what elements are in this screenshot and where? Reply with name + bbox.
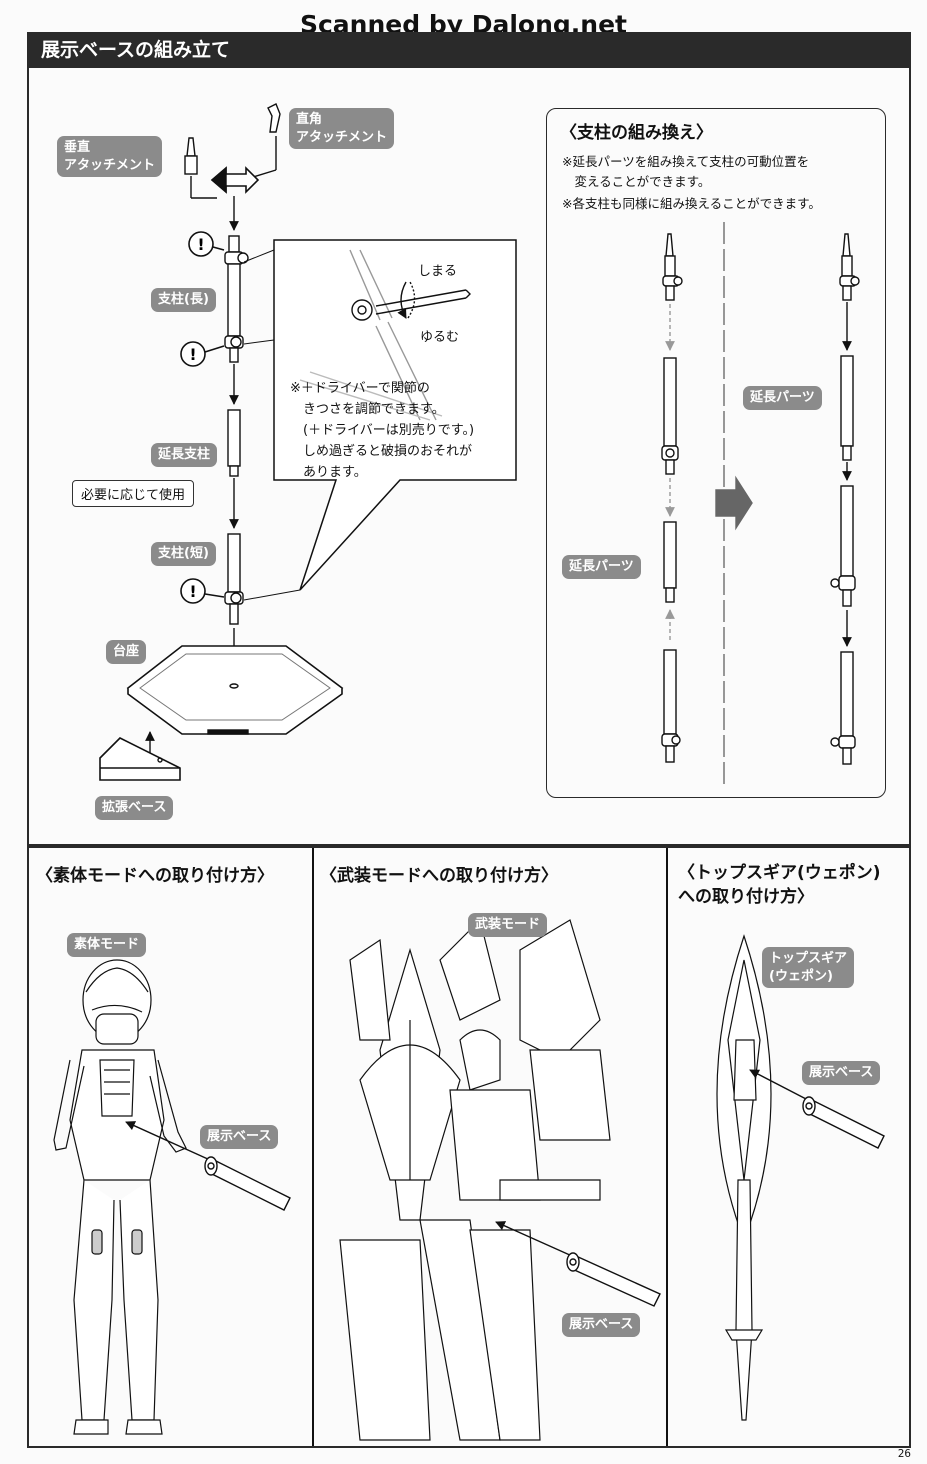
svg-text:!: ! [189, 345, 196, 364]
label-pillar-short: 支柱(短) [151, 542, 216, 566]
label-pillar-long: 支柱(長) [151, 288, 216, 312]
warning-icon [180, 578, 225, 604]
label-tops-gear: トップスギア (ウェポン) [762, 947, 855, 989]
label-display-base-2: 展示ベース [562, 1313, 641, 1337]
extension-pillar-icon [227, 409, 241, 477]
rearrange-note-1: ※延長パーツを組み換えて支柱の可動位置を 変えることができます。 [562, 154, 810, 189]
stand-pillar-panel2 [566, 1252, 661, 1307]
label-tighten: しまる [418, 264, 458, 279]
label-extension-pillar: 延長支柱 [151, 443, 218, 467]
stand-pillar-panel3 [802, 1096, 885, 1149]
svg-text:!: ! [189, 582, 196, 601]
vertical-attachment-icon [184, 137, 198, 175]
label-use-if-needed: 必要に応じて使用 [72, 480, 195, 507]
body-mode-figure-drawing [53, 959, 187, 1435]
assembly-frame [27, 66, 911, 846]
bottom-frame [27, 846, 911, 1448]
label-body-mode: 素体モード [67, 933, 147, 957]
label-armed-mode: 武装モード [468, 913, 548, 937]
pillar-long-icon [224, 235, 249, 363]
expansion-base-icon [99, 737, 181, 781]
label-expansion-base: 拡張ベース [95, 796, 174, 820]
label-right-angle-attachment: 直角 アタッチメント [289, 108, 395, 150]
rearrange-panel [546, 108, 886, 798]
label-loosen: ゆるむ [420, 330, 460, 345]
armed-mode-figure-drawing [339, 918, 611, 1441]
right-angle-attachment-icon [267, 103, 281, 133]
warning-icon [180, 341, 225, 367]
panel2-title: 〈武装モードへの取り付け方〉 [320, 866, 558, 886]
page-number: 26 [897, 1447, 911, 1460]
label-extension-parts-left: 延長パーツ [562, 555, 641, 579]
svg-text:!: ! [197, 235, 204, 254]
label-vertical-attachment: 垂直 アタッチメント [57, 136, 163, 178]
screwdriver-note: ※＋ドライバーで関節の きつさを調節できます。 (＋ドライバーは別売りです。) … [290, 381, 475, 480]
pillar-short-icon [224, 533, 244, 625]
warning-icon [188, 231, 225, 257]
label-display-base-1: 展示ベース [200, 1125, 279, 1149]
panel1-title: 〈素体モードへの取り付け方〉 [36, 866, 274, 886]
label-extension-parts-right: 延長パーツ [743, 386, 822, 410]
weapon-drawing [716, 934, 772, 1421]
panel3-title: 〈トップスギア(ウェポン) への取り付け方〉 [678, 863, 881, 907]
rearrange-note-2: ※各支柱も同様に組み換えることができます。 [562, 196, 821, 211]
label-display-base-3: 展示ベース [802, 1061, 881, 1085]
stand-pillar-panel1 [204, 1156, 291, 1211]
rearrange-title: 〈支柱の組み換え〉 [560, 123, 713, 143]
section-header: 展示ベースの組み立て [27, 32, 911, 68]
pedestal-icon [126, 645, 344, 735]
rearrange-left-parts [661, 233, 683, 763]
label-pedestal: 台座 [106, 640, 147, 664]
rearrange-right-parts [830, 233, 860, 765]
